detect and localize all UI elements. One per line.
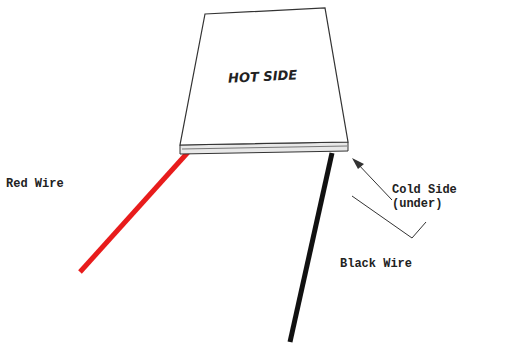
wire-label: Red Wire [6, 178, 96, 192]
wire-label: Black Wire [340, 258, 440, 272]
red-wire [80, 150, 190, 272]
peltier-module: HOT SIDE [172, 2, 354, 160]
arrowhead [352, 158, 364, 169]
black-wire [290, 153, 332, 342]
side-label: Cold Side (under) [392, 184, 462, 212]
side-label: HOT SIDE [228, 67, 298, 86]
